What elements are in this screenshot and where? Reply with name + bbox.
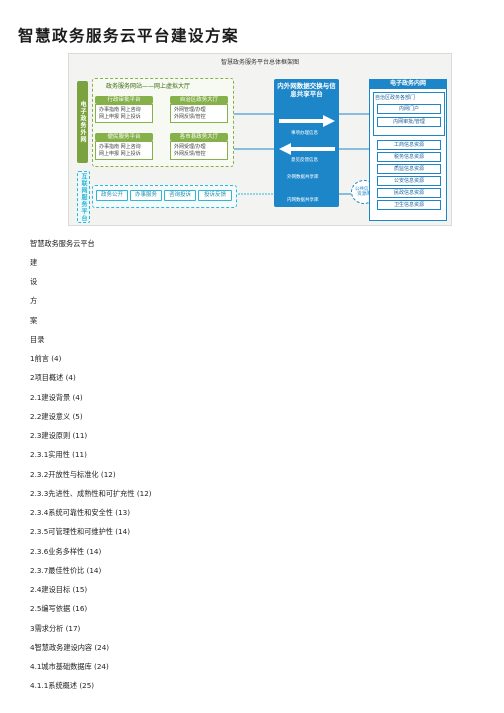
architecture-diagram: 智慧政务服务平台总体框架图 电子政务外网 互联网服务平台 政务服务网站——网上虚… [68, 53, 452, 226]
admin-approval-head: 行政审批平台 [95, 96, 153, 104]
resource-item: 质监信息资源 [377, 164, 441, 174]
toc-entry[interactable]: 2.5编写依据 (16) [30, 604, 88, 613]
city-hall-line2: 外网反馈/管控 [174, 151, 206, 157]
service-item: 咨询投诉 [164, 190, 196, 201]
exchange-platform-head: 内外网数据交换与信息共享平台 [277, 82, 336, 98]
service-item: 办事服务 [130, 190, 162, 201]
intranet-head: 电子政务内网 [369, 79, 447, 89]
portal-label: 政务服务网站——网上虚拟大厅 [106, 83, 191, 90]
convenience-body: 办事指南 网上咨询 网上申报 网上投诉 [95, 141, 153, 160]
convenience-line1: 办事指南 网上咨询 [99, 144, 141, 150]
toc-entry[interactable]: 2.3.6业务多样性 (14) [30, 547, 102, 556]
toc-entry[interactable]: 2.3.5可管理性和可维护性 (14) [30, 527, 131, 536]
toc-entry[interactable]: 2.4建设目标 (15) [30, 585, 88, 594]
toc-entry[interactable]: 4智慧政务建设内容 (24) [30, 643, 110, 652]
toc-entry[interactable]: 2项目概述 (4) [30, 373, 76, 382]
toc-entry[interactable]: 2.2建设意义 (5) [30, 412, 83, 421]
arrow2-label: 意见反馈信息 [291, 158, 318, 163]
lower2-label: 内网数据共享库 [287, 198, 319, 203]
text-line: 方 [30, 296, 38, 305]
city-hall-head: 各市县政务大厅 [170, 133, 228, 141]
resource-item: 工商信息资源 [377, 140, 441, 150]
admin-approval-body: 办事指南 网上咨询 网上申报 网上投诉 [95, 104, 153, 123]
toc-entry[interactable]: 4.1城市基础数据库 (24) [30, 662, 109, 671]
exchange-arrows [279, 115, 335, 155]
toc-entry[interactable]: 2.3.7最佳性价比 (14) [30, 566, 102, 575]
text-line: 建 [30, 258, 38, 267]
toc-entry[interactable]: 2.3.2开放性与标准化 (12) [30, 470, 116, 479]
toc-entry[interactable]: 1前言 (4) [30, 354, 62, 363]
resource-item: 公安信息资源 [377, 176, 441, 186]
toc-entry[interactable]: 2.3建设原则 (11) [30, 431, 88, 440]
toc-entry[interactable]: 2.1建设背景 (4) [30, 393, 83, 402]
district-hall-head: 自治区政务大厅 [170, 96, 228, 104]
resource-item: 民政信息资源 [377, 188, 441, 198]
text-line: 智慧政务服务云平台 [30, 239, 95, 248]
city-hall-body: 外网受理/办理 外网反馈/管控 [170, 141, 228, 160]
district-hall-line2: 外网反馈/管控 [174, 114, 206, 120]
diagram-connectors [232, 113, 377, 195]
resource-item: 卫生信息资源 [377, 200, 441, 210]
toc-heading: 目录 [30, 335, 45, 344]
exchange-platform [274, 79, 339, 207]
diagram-title: 智慧政务服务平台总体框架图 [220, 59, 299, 66]
city-hall-line1: 外网受理/办理 [174, 144, 206, 150]
toc-entry[interactable]: 2.3.3先进性、成熟性和可扩充性 (12) [30, 489, 152, 498]
admin-approval-line2: 网上申报 网上投诉 [99, 114, 141, 120]
toc-entry[interactable]: 4.1.1系统概述 (25) [30, 681, 95, 690]
toc-entry[interactable]: 3需求分析 (17) [30, 624, 81, 633]
document-title: 智慧政务服务云平台建设方案 [18, 27, 240, 45]
toc-entry[interactable]: 2.3.1实用性 (11) [30, 450, 87, 459]
admin-approval-line1: 办事指南 网上咨询 [99, 107, 141, 113]
convenience-line2: 网上申报 网上投诉 [99, 151, 141, 157]
resource-item: 税务信息资源 [377, 152, 441, 162]
toc-entry[interactable]: 2.3.4系统可靠性和安全性 (13) [30, 508, 131, 517]
department-head: 自治区政务各部门 [375, 95, 416, 101]
district-hall-line1: 外网管理/办理 [174, 107, 206, 113]
extranet-column: 电子政务外网 [77, 81, 88, 163]
lower1-label: 外网数据共享库 [287, 175, 319, 180]
convenience-head: 便民服务平台 [95, 133, 153, 141]
text-line: 案 [30, 316, 38, 325]
service-item: 投诉反馈 [198, 190, 232, 201]
arrow1-label: 事项办理信息 [291, 131, 318, 136]
service-item: 政务公开 [96, 190, 128, 201]
internet-platform-column: 互联网服务平台 [77, 171, 90, 223]
text-line: 设 [30, 277, 38, 286]
department-box [373, 92, 445, 136]
right-arrow-icon [279, 115, 335, 127]
district-hall-body: 外网管理/办理 外网反馈/管控 [170, 104, 228, 123]
left-arrow-icon [279, 143, 335, 155]
department-item: 内网审批/管理 [377, 117, 441, 127]
department-item: 内网门户 [377, 104, 441, 114]
